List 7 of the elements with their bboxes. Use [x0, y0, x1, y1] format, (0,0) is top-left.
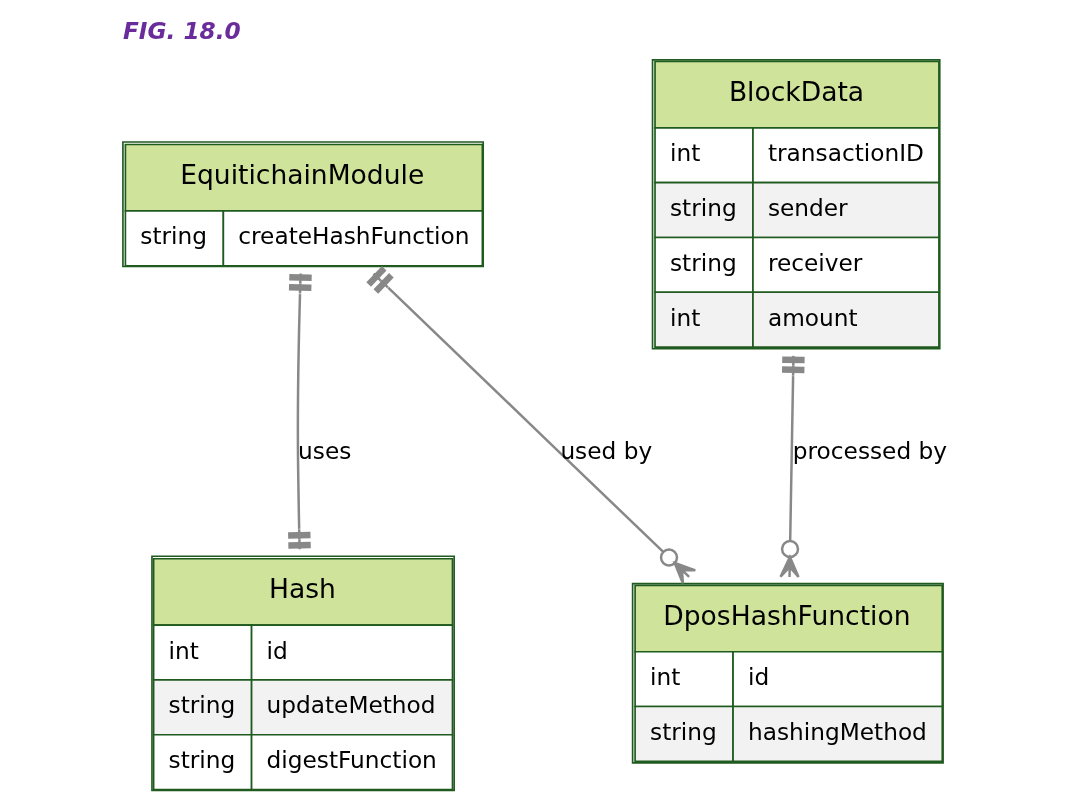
connector [779, 355, 805, 579]
edge-label: used by [560, 436, 653, 464]
edge-label: processed by [792, 436, 948, 464]
connector [366, 266, 697, 585]
connector [288, 273, 312, 550]
diagram-title: FIG. 18.0 [122, 16, 241, 44]
edge-label: uses [298, 436, 352, 464]
